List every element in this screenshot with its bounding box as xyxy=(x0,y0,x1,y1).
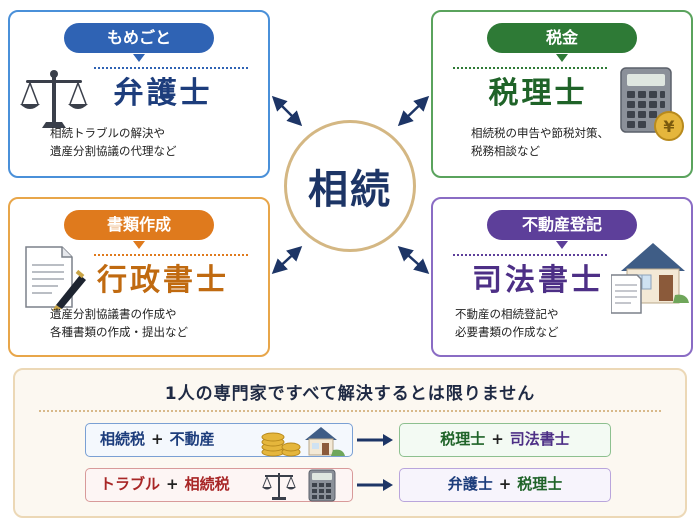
description-line: 遺産分割協議の代理など xyxy=(50,144,177,158)
description-line: 相続税の申告や節税対策、 xyxy=(471,126,609,140)
divider xyxy=(453,67,607,69)
profession-title: 税理士 xyxy=(488,76,588,111)
category-pill: 不動産登記 xyxy=(487,210,637,240)
arrow-to-lawyer xyxy=(271,95,303,127)
combo-term: 司法書士 xyxy=(509,430,570,448)
divider xyxy=(94,254,248,256)
right-arrow-icon xyxy=(357,434,393,446)
profession-title: 弁護士 xyxy=(113,76,213,111)
panel-heading: 1人の専門家ですべて解決するとは限りません xyxy=(164,384,536,404)
right-arrow-icon xyxy=(357,479,393,491)
profession-description: 相続トラブルの解決や 遺産分割協議の代理など xyxy=(50,124,177,160)
combo-box-right: 弁護士 + 税理士 xyxy=(399,468,611,502)
arrow-to-gyosei xyxy=(271,245,303,275)
description-line: 不動産の相続登記や xyxy=(455,307,559,321)
plus-sign: + xyxy=(166,475,179,493)
card-administrative-scrivener: 書類作成 行政書士 遺産分割協議書の作成や 各種書類の作成・提出など xyxy=(8,197,270,357)
card-lawyer: もめごと 弁護士 相続トラブルの解決や 遺産分割協議の代理など xyxy=(8,10,270,178)
pill-pointer xyxy=(556,54,568,62)
arrow-to-shiho xyxy=(397,246,430,274)
description-line: 相続トラブルの解決や xyxy=(50,126,165,140)
divider xyxy=(94,67,248,69)
profession-title: 行政書士 xyxy=(97,263,229,298)
combo-term: 税理士 xyxy=(517,475,563,493)
combo-term: 弁護士 xyxy=(447,475,493,493)
calculator-with-yen-coin-icon: ¥ xyxy=(620,67,684,141)
coins-and-house-icon xyxy=(261,427,345,457)
category-pill: 税金 xyxy=(487,23,637,53)
house-with-document-icon xyxy=(611,243,689,314)
combo-box-left: トラブル + 相続税 xyxy=(85,468,353,502)
category-pill: もめごと xyxy=(64,23,214,53)
divider xyxy=(453,254,607,256)
arrow-to-tax xyxy=(397,95,430,127)
plus-sign: + xyxy=(498,475,512,493)
description-line: 各種書類の作成・提出など xyxy=(50,325,188,339)
combo-term: 税理士 xyxy=(440,430,486,448)
card-judicial-scrivener: 不動産登記 司法書士 不動産の相続登記や 必要書類の作成など xyxy=(431,197,693,357)
category-pill: 書類作成 xyxy=(64,210,214,240)
plus-sign: + xyxy=(151,430,164,448)
scales-and-calculator-icon xyxy=(262,469,336,502)
profession-description: 遺産分割協議書の作成や 各種書類の作成・提出など xyxy=(50,305,188,341)
center-topic-circle: 相続 xyxy=(284,120,416,252)
document-and-fountain-pen-icon xyxy=(25,246,86,311)
description-line: 税務相談など xyxy=(471,144,540,158)
description-line: 必要書類の作成など xyxy=(455,325,559,339)
profession-title: 司法書士 xyxy=(472,263,604,298)
profession-description: 不動産の相続登記や 必要書類の作成など xyxy=(455,305,559,341)
combo-term: トラブル xyxy=(100,475,161,493)
plus-sign: + xyxy=(491,430,504,448)
combo-term: 相続税 xyxy=(184,475,230,493)
description-line: 遺産分割協議書の作成や xyxy=(50,307,177,321)
pill-pointer xyxy=(133,241,145,249)
pill-pointer xyxy=(556,241,568,249)
card-tax-accountant: 税金 ¥ 税理士 相続税の申告や節税対策、 税務相談など xyxy=(431,10,693,178)
profession-description: 相続税の申告や節税対策、 税務相談など xyxy=(471,124,609,160)
combo-box-right: 税理士 + 司法書士 xyxy=(399,423,611,457)
pill-pointer xyxy=(133,54,145,62)
divider xyxy=(39,410,661,412)
combo-term: 相続税 xyxy=(100,430,146,448)
bottom-panel: 1人の専門家ですべて解決するとは限りません 相続税 + 不動産 税理士 + 司法書士 ト… xyxy=(13,368,687,518)
svg-text:¥: ¥ xyxy=(663,117,674,136)
combo-term: 不動産 xyxy=(169,430,215,448)
scales-of-justice-icon xyxy=(20,70,88,128)
